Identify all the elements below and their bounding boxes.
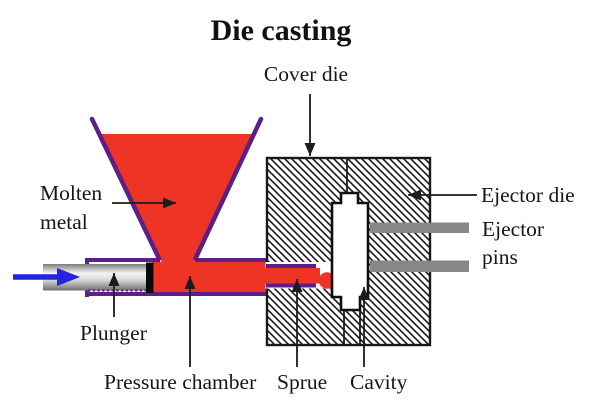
injection-arrow-head [57,268,80,286]
cavity-shape [330,191,370,312]
molten-metal-label-line1: Molten [40,181,102,205]
cover-die-label: Cover die [264,62,348,86]
ejector-die-label: Ejector die [481,183,575,207]
ejector-pin-bottom [370,260,469,272]
injection-force-arrow-icon [13,268,80,286]
sprue-label: Sprue [277,370,327,394]
molten-metal-label-line2: metal [40,210,88,234]
page-title: Die casting [211,14,352,47]
pressure-chamber-label: Pressure chamber [104,370,256,394]
sprue-channel [265,262,339,289]
molten-metal-funnel [99,134,254,263]
plunger-tip [146,262,154,293]
cavity-label: Cavity [350,370,408,394]
ejector-pins-label-line2: pins [482,245,518,269]
ejector-pin-top [370,222,469,233]
pressure-chamber [85,258,267,297]
funnel-outline-left [89,116,162,261]
funnel-outline-right [193,116,264,261]
ejector-pins-label-line1: Ejector [482,217,544,241]
plunger-label: Plunger [80,321,147,345]
sprue-fill [265,268,320,284]
pressure-chamber-fill [152,262,267,293]
